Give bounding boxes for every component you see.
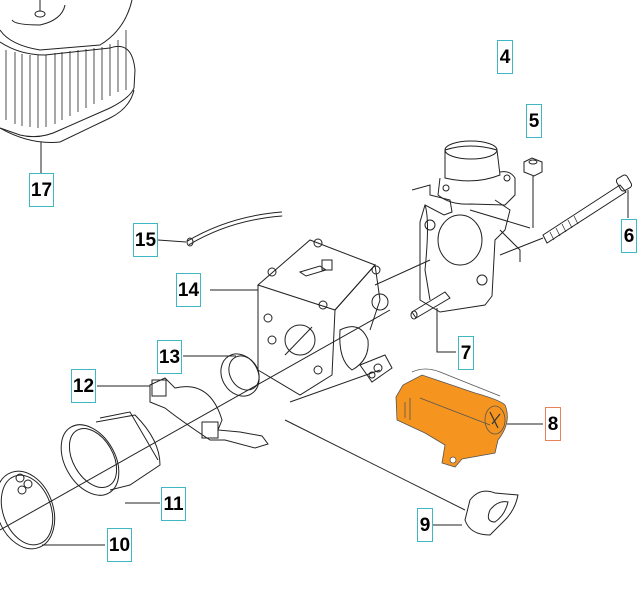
holder-part[interactable]	[432, 490, 519, 536]
part-label-13[interactable]: 13	[157, 340, 182, 374]
part-label-14[interactable]: 14	[176, 273, 201, 307]
intake-flange-part[interactable]	[411, 140, 531, 313]
clamp-bracket-part[interactable]	[97, 377, 269, 449]
part-label-11[interactable]: 11	[161, 487, 186, 521]
air-filter-part[interactable]	[0, 0, 136, 175]
hose-clamp-part[interactable]	[0, 463, 105, 557]
bolt-part[interactable]	[499, 174, 633, 256]
part-label-7[interactable]: 7	[458, 336, 474, 370]
intake-boot-part[interactable]	[49, 411, 161, 505]
part-label-10[interactable]: 10	[107, 528, 132, 562]
part-label-17[interactable]: 17	[29, 173, 54, 207]
nut-part[interactable]	[523, 157, 543, 228]
pin-part[interactable]	[410, 291, 456, 353]
battery-pack-part-highlighted[interactable]	[395, 368, 543, 468]
part-label-8-selected[interactable]: 8	[545, 407, 561, 441]
part-label-12[interactable]: 12	[71, 369, 96, 403]
part-label-9[interactable]: 9	[417, 508, 433, 542]
part-label-15[interactable]: 15	[133, 223, 158, 257]
part-label-6[interactable]: 6	[621, 219, 637, 253]
part-label-4[interactable]: 4	[497, 40, 513, 74]
carburetor-part[interactable]	[210, 238, 431, 396]
part-label-5[interactable]: 5	[526, 104, 542, 138]
fuel-hose-part[interactable]	[157, 211, 283, 247]
gasket-part[interactable]	[183, 347, 267, 403]
